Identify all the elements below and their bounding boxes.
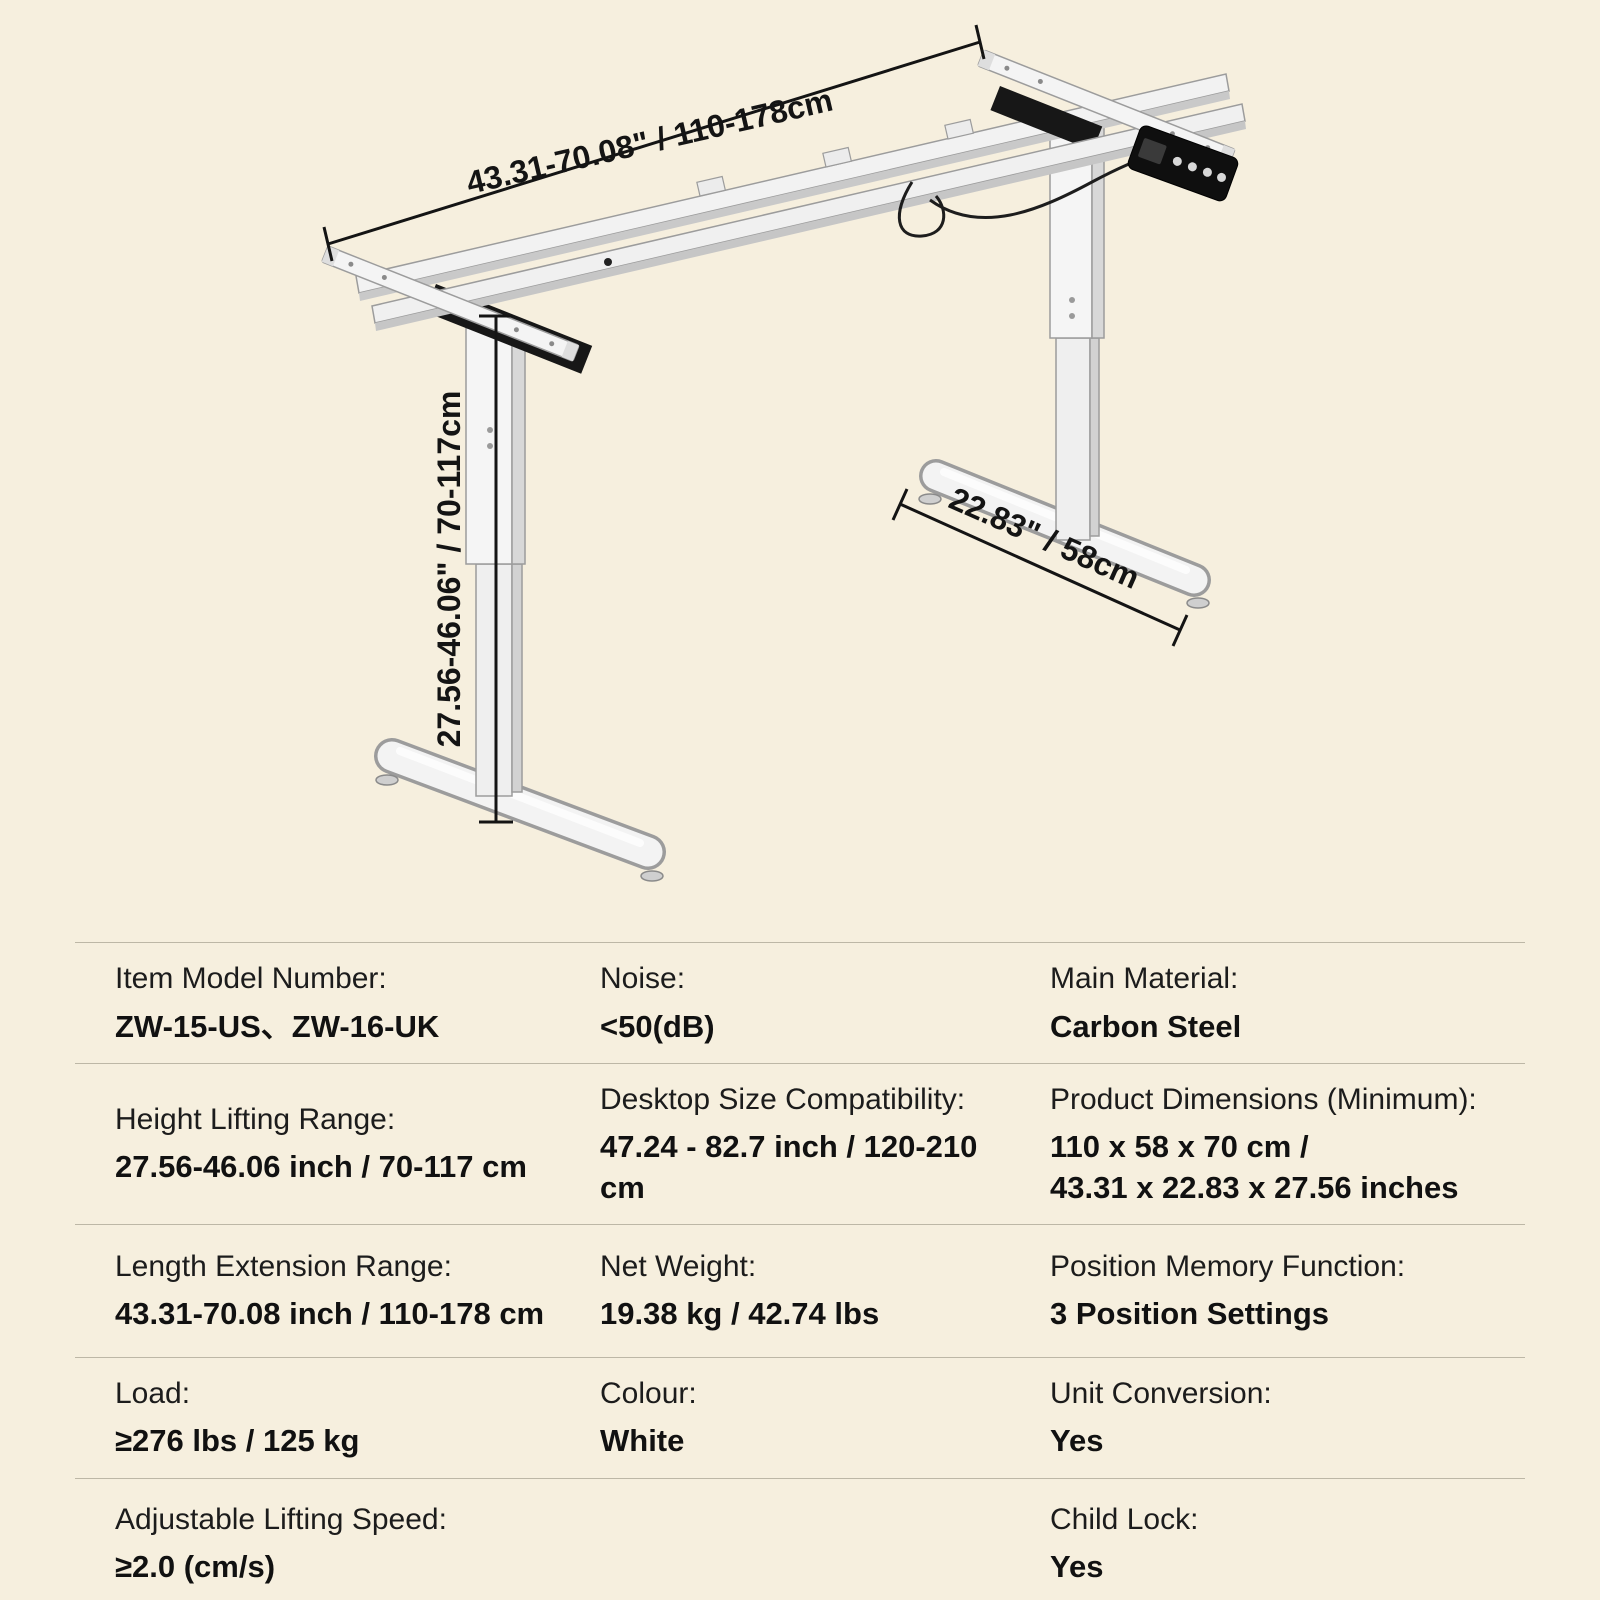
spec-value: Yes	[1050, 1423, 1104, 1459]
motor-box-right	[990, 86, 1103, 151]
spec-label: Unit Conversion:	[1050, 1376, 1272, 1410]
spec-label: Position Memory Function:	[1050, 1249, 1406, 1283]
spec-label: Child Lock:	[1050, 1502, 1199, 1536]
leveling-foot	[918, 493, 942, 505]
control-keypad	[1127, 125, 1239, 202]
spec-table: Item Model Number: ZW-15-US、ZW-16-UK Noi…	[75, 942, 1525, 1600]
leveling-foot	[375, 774, 399, 786]
spec-label: Main Material:	[1050, 962, 1239, 995]
front-rail	[371, 103, 1246, 331]
spec-load: Load: ≥276 lbs / 125 kg	[75, 1358, 560, 1478]
keypad-button	[1217, 172, 1227, 182]
spec-value: White	[600, 1423, 685, 1459]
keypad-button	[1202, 167, 1212, 177]
spec-unit-conversion: Unit Conversion: Yes	[1010, 1358, 1525, 1478]
keypad-display	[1138, 138, 1167, 165]
spec-noise: Noise: <50(dB)	[560, 943, 1010, 1063]
spec-label: Height Lifting Range:	[115, 1102, 396, 1136]
leveling-foot	[1186, 597, 1210, 609]
spec-label: Noise:	[600, 962, 686, 995]
spec-label: Product Dimensions (Minimum):	[1050, 1082, 1477, 1116]
spec-value: 3 Position Settings	[1050, 1296, 1330, 1332]
support-bracket-left	[321, 245, 580, 362]
spec-height-lifting-range: Height Lifting Range: 27.56-46.06 inch /…	[75, 1084, 560, 1204]
spec-row: Load: ≥276 lbs / 125 kg Colour: White Un…	[75, 1356, 1525, 1478]
spec-net-weight: Net Weight: 19.38 kg / 42.74 lbs	[560, 1231, 1010, 1351]
spec-row: Item Model Number: ZW-15-US、ZW-16-UK Noi…	[75, 942, 1525, 1063]
spec-value: ≥2.0 (cm/s)	[115, 1549, 276, 1585]
spec-value: Yes	[1050, 1549, 1104, 1585]
spec-value: Carbon Steel	[1050, 1008, 1242, 1044]
spec-value: 27.56-46.06 inch / 70-117 cm	[115, 1149, 527, 1185]
spec-row: Length Extension Range: 43.31-70.08 inch…	[75, 1223, 1525, 1357]
spec-item-model-number: Item Model Number: ZW-15-US、ZW-16-UK	[75, 943, 560, 1063]
spec-label: Desktop Size Compatibility:	[600, 1082, 966, 1116]
spec-label: Length Extension Range:	[115, 1249, 452, 1283]
spec-desktop-size-compatibility: Desktop Size Compatibility: 47.24 - 82.7…	[560, 1064, 1010, 1224]
spec-label: Colour:	[600, 1376, 697, 1410]
spec-value: 19.38 kg / 42.74 lbs	[600, 1296, 880, 1332]
spec-length-extension-range: Length Extension Range: 43.31-70.08 inch…	[75, 1231, 560, 1351]
spec-label: Adjustable Lifting Speed:	[115, 1502, 447, 1536]
spec-label: Load:	[115, 1376, 191, 1410]
spec-product-dimensions: Product Dimensions (Minimum): 110 x 58 x…	[1010, 1064, 1525, 1224]
spec-value: ≥276 lbs / 125 kg	[115, 1423, 360, 1459]
spec-colour: Colour: White	[560, 1358, 1010, 1478]
spec-label: Item Model Number:	[115, 962, 387, 995]
spec-main-material: Main Material: Carbon Steel	[1010, 943, 1525, 1063]
spec-position-memory-function: Position Memory Function: 3 Position Set…	[1010, 1231, 1525, 1351]
spec-adjustable-lifting-speed: Adjustable Lifting Speed: ≥2.0 (cm/s)	[75, 1484, 560, 1600]
height-dimension-label: 27.56-46.06" / 70-117cm	[431, 391, 467, 748]
height-dimension: 27.56-46.06" / 70-117cm	[431, 314, 513, 824]
spec-value: ZW-15-US、ZW-16-UK	[115, 1008, 440, 1044]
spec-value: 47.24 - 82.7 inch / 120-210 cm	[600, 1129, 978, 1205]
keypad-button	[1172, 156, 1182, 166]
spec-row: Adjustable Lifting Speed: ≥2.0 (cm/s) Ch…	[75, 1477, 1525, 1600]
spec-value: 43.31-70.08 inch / 110-178 cm	[115, 1296, 545, 1332]
spec-empty-cell	[560, 1524, 1010, 1563]
leveling-foot	[640, 870, 664, 882]
spec-value: 110 x 58 x 70 cm / 43.31 x 22.83 x 27.56…	[1050, 1129, 1459, 1205]
right-leg	[918, 115, 1211, 609]
spec-row: Height Lifting Range: 27.56-46.06 inch /…	[75, 1062, 1525, 1224]
keypad-button	[1187, 162, 1197, 172]
desk-frame-illustration: 43.31-70.08" / 110-178cm 27.56-46.06" / …	[321, 24, 1246, 882]
spec-label: Net Weight:	[600, 1249, 757, 1283]
left-leg	[374, 327, 666, 882]
spec-value: <50(dB)	[600, 1008, 715, 1044]
spec-child-lock: Child Lock: Yes	[1010, 1484, 1525, 1600]
